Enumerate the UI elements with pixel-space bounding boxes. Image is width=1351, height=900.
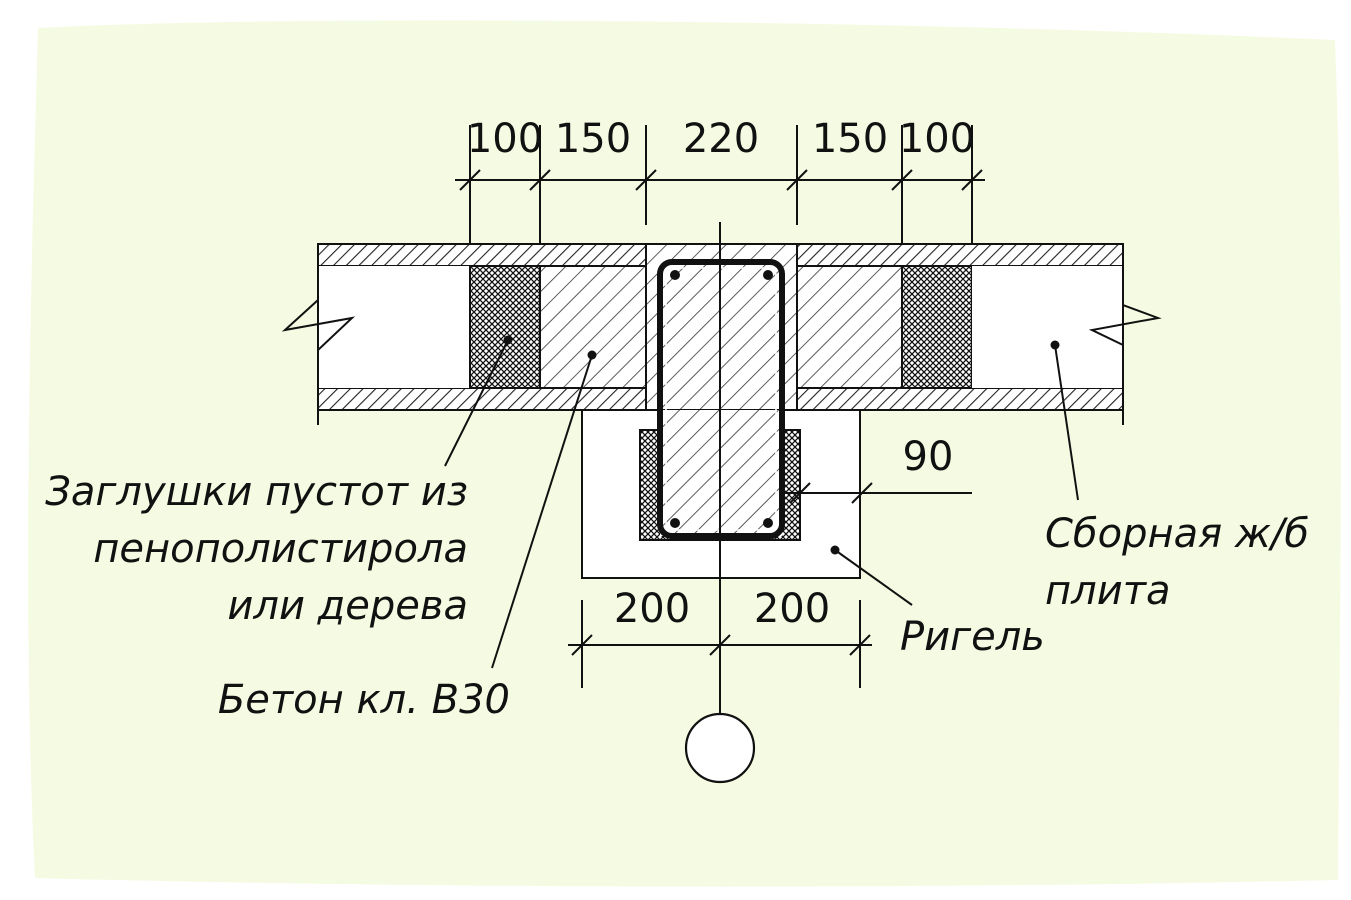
slab-right-void bbox=[972, 266, 1123, 388]
leader-dot-slab bbox=[1050, 340, 1060, 350]
plug-left bbox=[469, 265, 541, 389]
label-concrete: Бетон кл. В30 bbox=[218, 677, 510, 723]
leader-dot-concrete bbox=[587, 350, 597, 360]
rebar-top-left bbox=[670, 270, 680, 280]
top-dimension-chain bbox=[455, 125, 985, 244]
dim-bottom-1: 200 bbox=[614, 586, 690, 632]
slab-left-top-flange bbox=[317, 243, 647, 267]
label-plugs-line2: пенополистирола bbox=[93, 526, 468, 572]
dim-top-3: 220 bbox=[683, 116, 759, 162]
label-plugs-line3: или дерева bbox=[227, 583, 468, 629]
dim-top-4: 150 bbox=[812, 116, 888, 162]
dim-bottom-2: 200 bbox=[754, 586, 830, 632]
concrete-left bbox=[539, 265, 647, 389]
leader-dot-beam bbox=[830, 545, 840, 555]
label-slab-line2: плита bbox=[1045, 568, 1171, 614]
label-plugs-line1: Заглушки пустот из bbox=[45, 469, 468, 515]
slab-right-bottom-flange bbox=[796, 387, 1124, 411]
dim-side: 90 bbox=[903, 434, 954, 480]
side-dimension bbox=[782, 482, 972, 504]
label-beam: Ригель bbox=[900, 614, 1045, 660]
leader-lines bbox=[444, 339, 1079, 669]
dim-top-2: 150 bbox=[555, 116, 631, 162]
leader-dot-plug bbox=[503, 335, 513, 345]
rebar-bottom-right bbox=[763, 518, 773, 528]
rebar-top-right bbox=[763, 270, 773, 280]
joint-concrete bbox=[645, 243, 798, 411]
slab-right-top-flange bbox=[796, 243, 1124, 267]
bottom-dimension-chain bbox=[568, 600, 872, 688]
label-slab-line1: Сборная ж/б bbox=[1045, 511, 1309, 557]
dim-top-1: 100 bbox=[467, 116, 543, 162]
slab-left-void bbox=[318, 266, 470, 388]
plug-right bbox=[901, 265, 973, 389]
concrete-right bbox=[796, 265, 903, 389]
axis-marker bbox=[684, 712, 756, 784]
dim-top-5: 100 bbox=[899, 116, 975, 162]
rebar-bottom-left bbox=[670, 518, 680, 528]
